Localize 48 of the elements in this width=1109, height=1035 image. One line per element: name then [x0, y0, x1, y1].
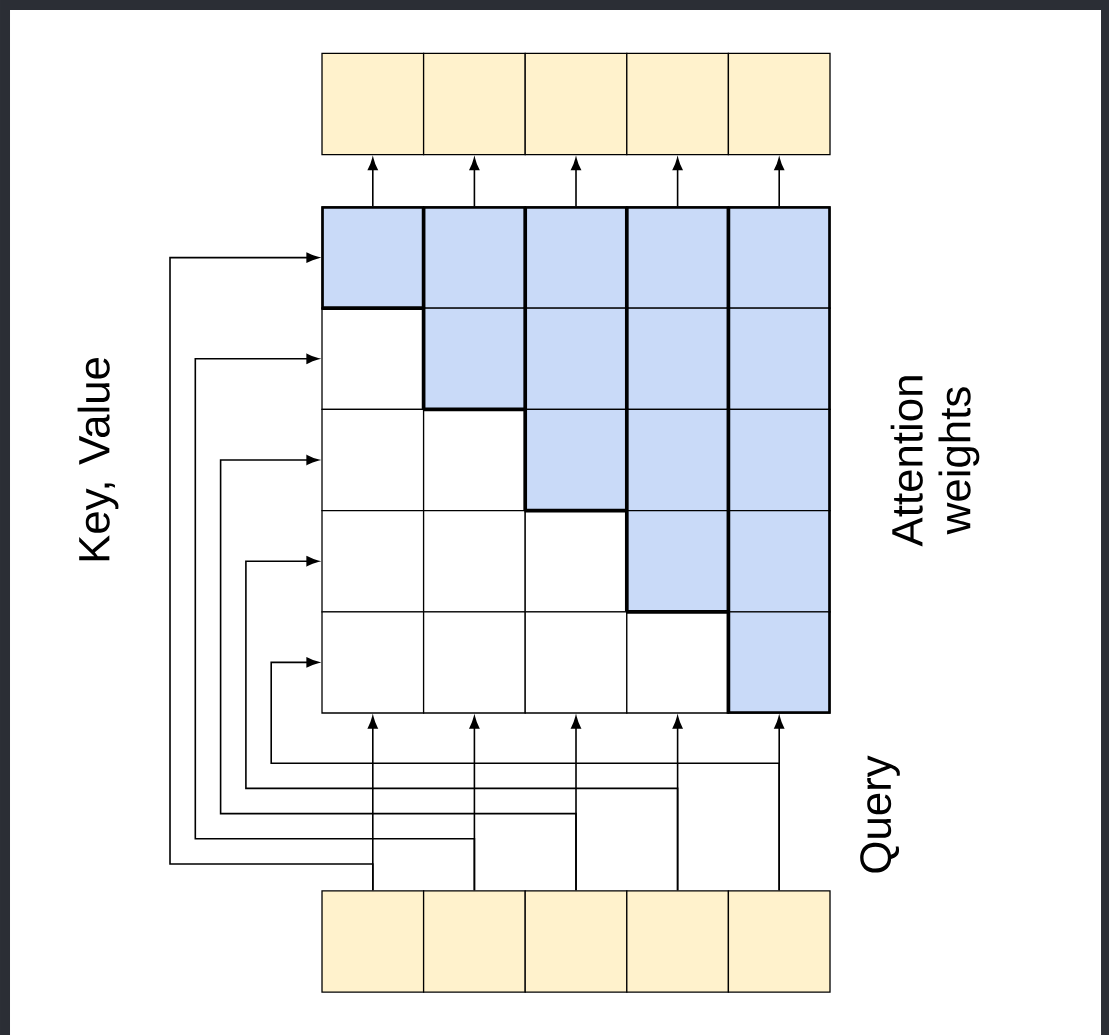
output-cell: [727, 52, 831, 156]
arrow: [774, 157, 785, 208]
weight-cell: [321, 509, 425, 613]
arrow: [672, 157, 683, 208]
arrow: [367, 157, 378, 208]
weight-cell: [727, 307, 831, 411]
input-cell: [626, 890, 730, 993]
arrow: [169, 252, 374, 892]
arrow: [194, 353, 476, 892]
weight-cell: [727, 509, 831, 613]
input-cell: [321, 890, 425, 993]
weight-cell: [626, 408, 730, 512]
arrow: [571, 157, 581, 208]
arrow: [245, 556, 679, 892]
weight-cell: [321, 611, 425, 714]
axis-label: Attention weights: [890, 376, 980, 547]
weight-cell: [422, 509, 526, 613]
output-cell: [626, 52, 730, 156]
weight-cell: [422, 206, 526, 309]
input-cell: [422, 890, 526, 993]
weight-cell: [626, 509, 730, 613]
weight-cell: [626, 307, 730, 411]
input-cell: [727, 890, 831, 993]
weight-cell: [321, 408, 425, 512]
weight-cell: [727, 408, 831, 512]
arrow: [219, 455, 577, 892]
arrow: [270, 657, 780, 892]
output-cell: [524, 52, 628, 156]
weight-cell: [524, 408, 628, 512]
input-cell: [524, 890, 628, 993]
weight-cell: [422, 408, 526, 512]
output-cell: [422, 52, 526, 156]
weight-cell: [727, 611, 831, 714]
output-cell: [321, 52, 425, 156]
arrow: [469, 157, 480, 208]
weight-cell: [321, 307, 425, 411]
weight-cell: [524, 611, 628, 714]
axis-label: Key, Value: [77, 358, 119, 561]
weight-cell: [422, 611, 526, 714]
weight-cell: [321, 206, 425, 309]
axis-label: Query: [860, 755, 900, 873]
weight-cell: [626, 206, 730, 309]
weight-cell: [727, 206, 831, 309]
weight-cell: [524, 206, 628, 309]
weight-cell: [524, 509, 628, 613]
weight-cell: [626, 611, 730, 714]
weight-cell: [524, 307, 628, 411]
weight-cell: [422, 307, 526, 411]
